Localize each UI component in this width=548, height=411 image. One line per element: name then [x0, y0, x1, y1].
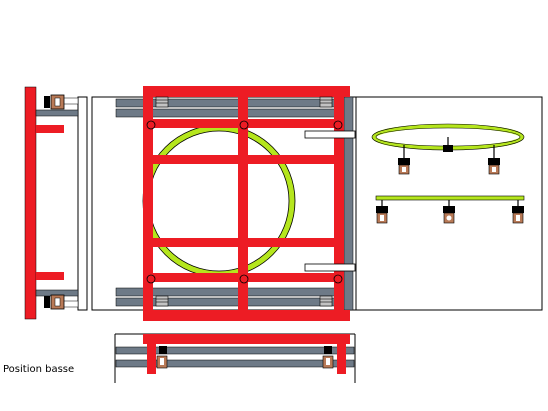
brackets	[155, 96, 333, 307]
bottom-fitting-right	[322, 346, 334, 369]
ellipse-fittings	[398, 145, 500, 175]
bottom-red-leg-left	[147, 334, 156, 374]
right-detail-view	[355, 96, 543, 311]
fitting	[376, 206, 388, 224]
fitting	[443, 145, 453, 152]
side-fitting-top	[44, 94, 65, 110]
bottom-red-leg-right	[337, 334, 346, 374]
fitting	[398, 158, 410, 175]
top-view	[91, 86, 357, 321]
bracket-bottom-left	[155, 295, 169, 307]
frame-center-post	[238, 86, 248, 321]
bracket-top-right	[319, 96, 333, 108]
support-arm-upper	[304, 130, 356, 139]
frame-crossbar-2	[143, 155, 344, 164]
green-ring	[143, 125, 295, 277]
side-red-upright	[24, 86, 37, 320]
bottom-red-beam	[143, 334, 350, 344]
side-white-stub-top	[61, 97, 79, 105]
bar-fittings	[376, 206, 524, 224]
fitting	[443, 206, 455, 224]
bar-stems	[381, 200, 519, 206]
fitting	[488, 158, 500, 175]
frame-crossbar-3	[143, 238, 344, 247]
bracket-bottom-right	[319, 295, 333, 307]
bolt	[333, 120, 343, 130]
bottom-rail-2	[115, 359, 355, 368]
frame-left-post	[143, 86, 153, 321]
rail-right-vertical	[343, 96, 354, 311]
side-view-outline	[77, 96, 88, 311]
side-white-stub-bottom	[61, 300, 79, 308]
bolt	[146, 274, 156, 284]
side-red-arm-lower	[36, 272, 64, 280]
frame-right-post	[334, 86, 344, 321]
position-caption: Position basse	[3, 364, 75, 375]
support-arm-lower	[304, 263, 356, 272]
side-fitting-bottom	[44, 294, 65, 310]
bolt	[333, 274, 343, 284]
bottom-rail-1	[115, 346, 355, 355]
detail-green-bar	[375, 195, 525, 201]
side-view-left	[24, 86, 88, 320]
side-red-arm-upper	[36, 125, 64, 133]
bolts	[146, 120, 343, 284]
bolt	[239, 274, 249, 284]
bolt	[239, 120, 249, 130]
side-gray-rail-top	[35, 109, 79, 117]
fitting	[512, 206, 524, 224]
bottom-fitting-left	[156, 346, 168, 369]
bracket-top-left	[155, 96, 169, 108]
bottom-position-view	[114, 333, 356, 383]
bolt	[146, 120, 156, 130]
